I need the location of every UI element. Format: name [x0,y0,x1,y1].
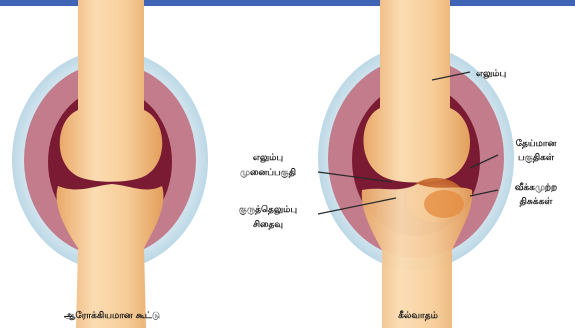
label-bone-surface-1: எலும்பு [253,153,284,163]
caption-healthy: ஆரோக்கியமான கூட்டு [64,310,160,321]
label-bone-surface-2: முனைப்பகுதி [240,167,296,179]
healthy-joint [12,0,208,328]
label-inflamed-1: வீக்கமுற்ற [515,182,557,193]
label-inflamed-2: திசுக்கள் [520,196,554,207]
label-cartilage-2: சிதைவு [253,219,283,230]
label-synovial-1: தேய்மான [516,138,557,149]
label-cartilage-1: குருத்தெலும்பு [239,204,298,216]
label-bone: எலும்பு [476,69,507,79]
inflamed-spot [424,190,464,218]
arthritic-joint [318,0,514,328]
caption-arthritis: கீல்வாதம் [398,310,438,321]
label-synovial-2: பகுதிகள் [518,152,555,164]
